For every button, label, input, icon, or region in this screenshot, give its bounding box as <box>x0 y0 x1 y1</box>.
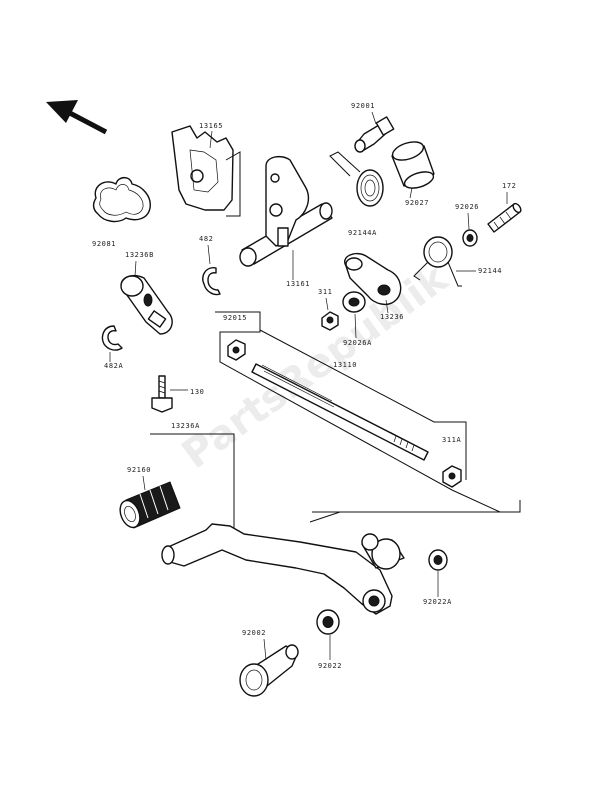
part-label-13236B: 13236B <box>125 251 154 259</box>
washer-92022 <box>316 609 340 635</box>
part-label-482: 482 <box>199 235 213 243</box>
rubber-92160 <box>119 481 181 529</box>
gasket-92081 <box>92 176 151 223</box>
part-label-311: 311 <box>318 288 332 296</box>
part-label-92015: 92015 <box>223 314 247 322</box>
tie-rod-13110 <box>251 363 429 461</box>
part-label-92001: 92001 <box>351 102 375 110</box>
part-label-13236: 13236 <box>380 313 404 321</box>
part-label-92160: 92160 <box>127 466 151 474</box>
part-label-92144A: 92144A <box>348 229 377 237</box>
circlip-482 <box>202 267 221 296</box>
part-label-92027: 92027 <box>405 199 429 207</box>
part-label-92081: 92081 <box>92 240 116 248</box>
part-label-92022A: 92022A <box>423 598 452 606</box>
part-label-92026: 92026 <box>455 203 479 211</box>
part-label-92022: 92022 <box>318 662 342 670</box>
part-label-13161: 13161 <box>286 280 310 288</box>
pin-172 <box>487 202 522 233</box>
part-label-13165: 13165 <box>199 122 223 130</box>
washer-92026 <box>462 229 478 247</box>
plate-13165 <box>171 125 241 217</box>
part-label-311A: 311A <box>442 436 461 444</box>
washer-92026A <box>342 291 366 313</box>
part-label-13236A: 13236A <box>171 422 200 430</box>
part-label-482A: 482A <box>104 362 123 370</box>
nut-311 <box>321 311 339 331</box>
washer-92022A <box>428 549 448 571</box>
spring-92144 <box>413 236 462 287</box>
part-label-92144: 92144 <box>478 267 502 275</box>
tie-rod-assembly-bracket <box>215 311 501 513</box>
spring-92144A <box>329 151 384 207</box>
nut-311A <box>442 465 462 488</box>
part-label-92026A: 92026A <box>343 339 372 347</box>
shift-shaft-13161 <box>239 155 333 267</box>
collar-92027 <box>391 141 435 189</box>
shift-pedal-13236A <box>161 523 405 615</box>
nut-92015 <box>227 339 246 361</box>
clamp-lever-13236B <box>120 274 173 335</box>
part-label-130: 130 <box>190 388 204 396</box>
bolt-92001 <box>354 116 395 153</box>
front-direction-arrow-icon <box>46 100 108 135</box>
part-label-13110: 13110 <box>333 361 357 369</box>
bolt-92002 <box>239 644 299 697</box>
circlip-482A <box>101 325 123 351</box>
lever-13236 <box>344 252 402 306</box>
part-label-172: 172 <box>502 182 516 190</box>
bolt-130 <box>151 375 173 413</box>
part-label-92002: 92002 <box>242 629 266 637</box>
